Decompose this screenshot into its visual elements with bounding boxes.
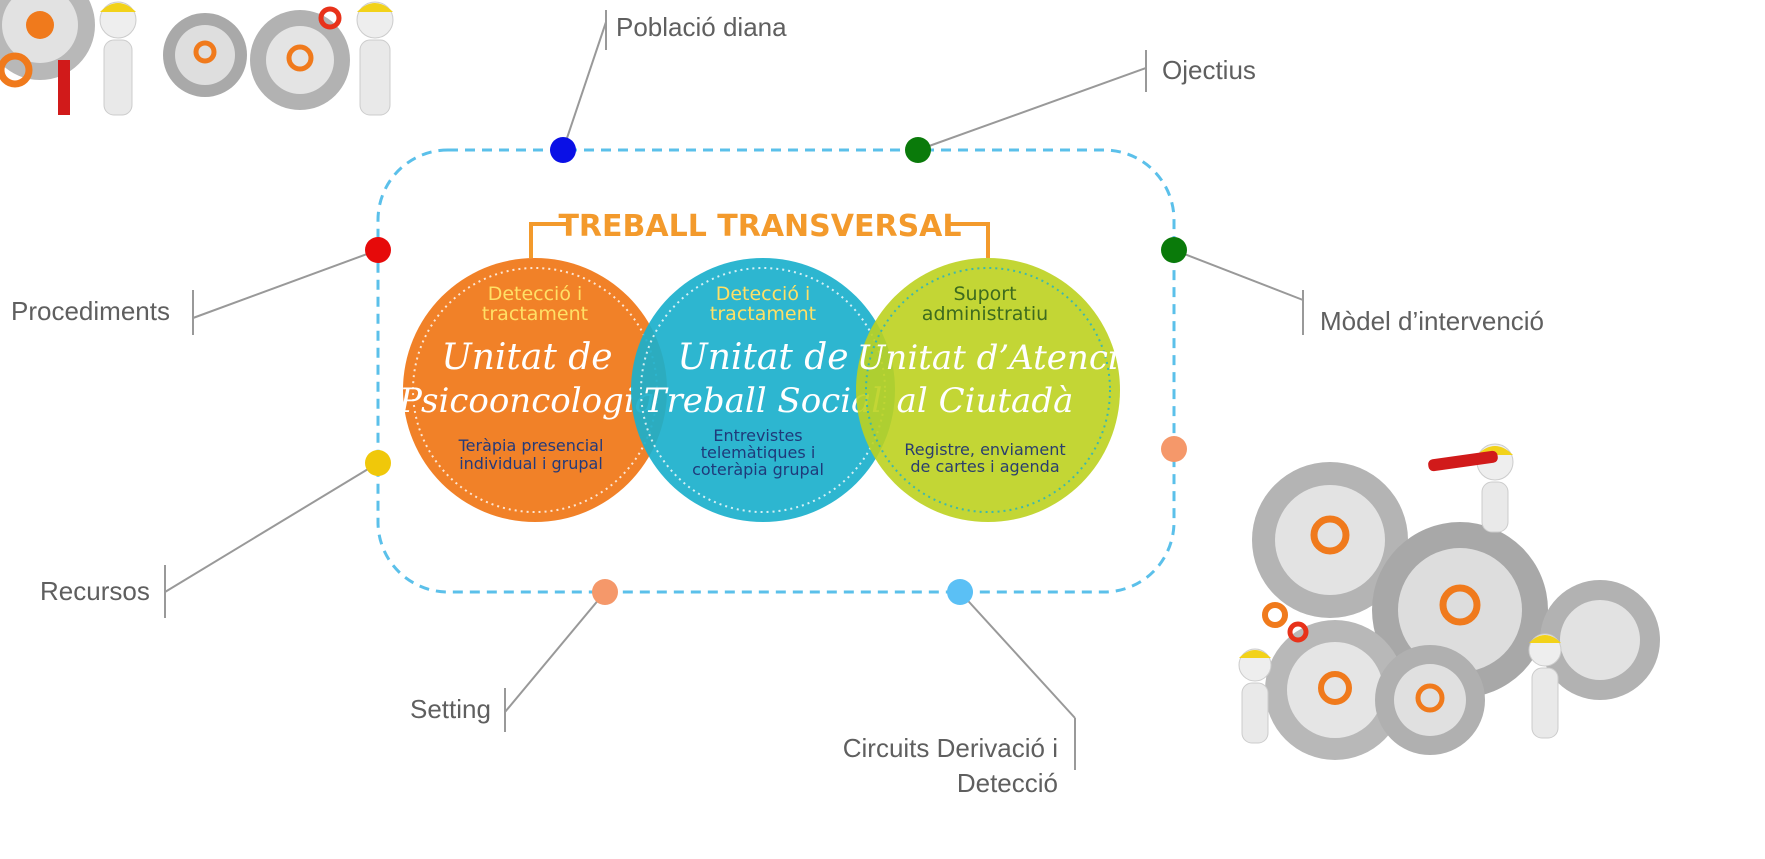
dot-recursos bbox=[365, 450, 391, 476]
gear-icon bbox=[1375, 645, 1485, 755]
unit-role-line1: Detecció i bbox=[716, 283, 811, 305]
callout-procediments: Procediments bbox=[11, 296, 170, 326]
gear-icon bbox=[163, 13, 247, 97]
dot-poblacio-diana bbox=[550, 137, 576, 163]
wrench-icon bbox=[1428, 450, 1498, 472]
leader-line-ojectius bbox=[917, 67, 1147, 151]
unit-detail-line1: Registre, enviament bbox=[904, 440, 1065, 459]
unit-detail-line2: telemàtiques i bbox=[701, 443, 816, 462]
workers-gears-illustration-top-left bbox=[0, 0, 394, 116]
dot-model-intervencio bbox=[1161, 237, 1187, 263]
unit-detail-line1: Entrevistes bbox=[713, 426, 802, 445]
circle-shape bbox=[856, 258, 1120, 522]
wrench-icon bbox=[58, 60, 70, 115]
unit-detail-line2: individual i grupal bbox=[459, 454, 603, 473]
callout-poblacio-diana: Població diana bbox=[616, 12, 787, 42]
circle-dotted-ring bbox=[865, 267, 1111, 513]
unit-role-line1: Suport bbox=[953, 283, 1016, 305]
unit-role-line2: tractament bbox=[482, 303, 588, 325]
unit-name-line1: Unitat de bbox=[677, 337, 848, 378]
orange-ring-icon bbox=[1262, 602, 1309, 643]
gear-icon bbox=[1265, 620, 1405, 760]
worker-figure-icon bbox=[1528, 633, 1562, 739]
unit-name-line2: al Ciutadà bbox=[897, 381, 1074, 421]
worker-figure-icon bbox=[99, 1, 137, 116]
leader-lines bbox=[164, 10, 1304, 770]
header-bracket bbox=[529, 222, 990, 258]
gear-icon bbox=[1540, 580, 1660, 700]
unit-detail-line3: coteràpia grupal bbox=[692, 460, 824, 479]
unit-name-line2: Treball Social bbox=[644, 381, 882, 421]
unit-name-line2: Psicooncologia bbox=[398, 381, 655, 421]
unit-detail-line1: Teràpia presencial bbox=[458, 436, 604, 455]
leader-line-circuits bbox=[959, 591, 1076, 719]
unit-name-line1: Unitat de bbox=[441, 337, 612, 378]
unit-circle-treball-social: Detecció i tractament Unitat de Treball … bbox=[631, 258, 895, 522]
unit-name-line1: Unitat d’Atenció bbox=[857, 338, 1139, 378]
leader-line-recursos bbox=[164, 462, 379, 593]
callout-circuits-line2: Detecció bbox=[956, 768, 1058, 798]
gear-icon bbox=[1252, 462, 1408, 618]
unit-circle-psicooncologia: Detecció i tractament Unitat de Psicoonc… bbox=[398, 258, 667, 522]
gear-icon bbox=[0, 0, 95, 80]
unit-circle-atencio-ciutada: Suport administratiu Unitat d’Atenció al… bbox=[856, 258, 1139, 522]
orange-ring-icon bbox=[0, 6, 342, 88]
callout-setting: Setting bbox=[410, 694, 491, 724]
gear-icon bbox=[250, 10, 350, 110]
leader-line-procediments bbox=[192, 249, 379, 319]
unit-role-line1: Detecció i bbox=[488, 283, 583, 305]
workers-gears-illustration-bottom-right bbox=[1238, 443, 1660, 760]
dot-setting bbox=[592, 579, 618, 605]
unit-role-line2: tractament bbox=[710, 303, 816, 325]
dot-ojectius bbox=[905, 137, 931, 163]
callout-ojectius: Ojectius bbox=[1162, 55, 1256, 85]
dot-circuits bbox=[947, 579, 973, 605]
callout-recursos: Recursos bbox=[40, 576, 150, 606]
leader-line-setting bbox=[504, 591, 606, 713]
dot-procediments bbox=[365, 237, 391, 263]
dashed-frame bbox=[376, 148, 1176, 594]
leader-line-model-intervencio bbox=[1173, 249, 1304, 301]
dot-right-lower bbox=[1161, 436, 1187, 462]
unit-role-line2: administratiu bbox=[922, 303, 1048, 325]
circle-shape bbox=[631, 258, 895, 522]
unit-detail-line2: de cartes i agenda bbox=[910, 457, 1059, 476]
circle-shape bbox=[403, 258, 667, 522]
header-title: TREBALL TRANSVERSAL bbox=[558, 209, 961, 244]
worker-figure-icon bbox=[356, 1, 394, 116]
worker-figure-icon bbox=[1238, 648, 1272, 744]
leader-line-poblacio-diana bbox=[562, 21, 607, 151]
callout-circuits-line1: Circuits Derivació i bbox=[842, 733, 1058, 763]
callout-model-intervencio: Mòdel d’intervenció bbox=[1320, 306, 1545, 336]
